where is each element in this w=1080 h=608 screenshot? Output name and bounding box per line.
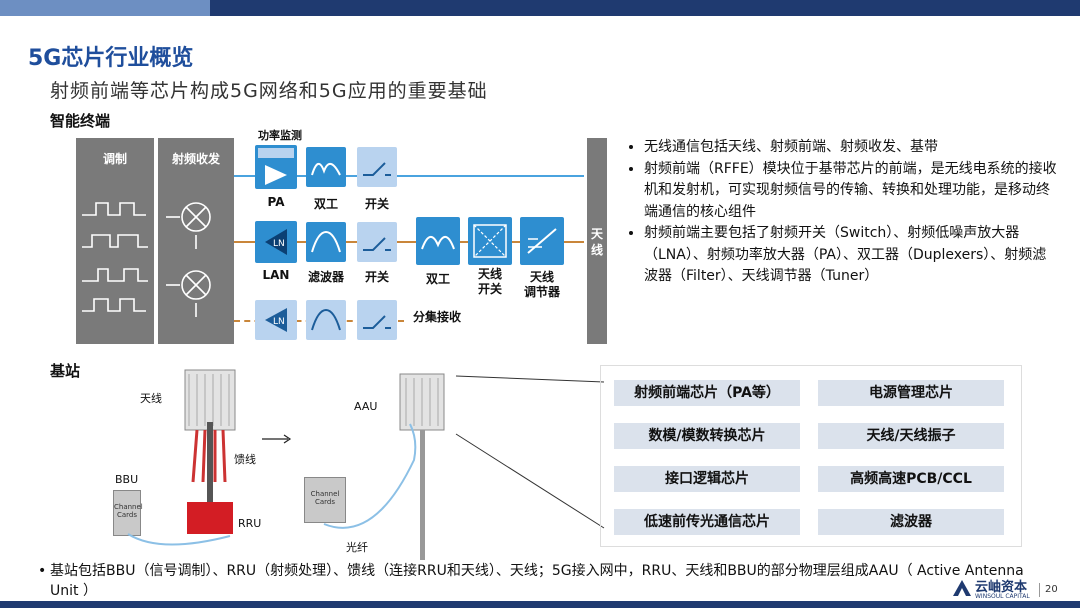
amplifier-icon — [258, 148, 294, 185]
footer-bar — [0, 601, 1080, 608]
tower-icon — [184, 369, 236, 534]
transceiver-block: 射频收发 — [158, 138, 234, 344]
mixer-icons — [166, 202, 211, 317]
duplexer2-label: 双工 — [425, 272, 450, 286]
base-station-note: • 基站包括BBU（信号调制）、RRU（射频处理）、馈线（连接RRU和天线）、天… — [38, 563, 1024, 599]
switch-icon — [363, 162, 391, 176]
lan-label: LAN — [262, 268, 290, 282]
bbu-label: BBU — [115, 473, 139, 486]
brand-logo-icon — [953, 580, 971, 596]
lna-icon: LN — [265, 308, 287, 332]
duplexer-label: 双工 — [313, 197, 338, 211]
chip-item: 高频高速PCB/CCL — [818, 466, 1004, 492]
tx-signal-line — [234, 175, 584, 177]
tuner-block — [520, 217, 564, 265]
bs-antenna-label: 天线 — [140, 392, 162, 405]
switch-label: 开关 — [364, 197, 389, 211]
fiber-cable-icon — [323, 423, 417, 529]
antenna-switch-block — [468, 217, 512, 265]
base-station-section-label: 基站 — [50, 362, 81, 380]
switch-block-2 — [357, 222, 397, 262]
chip-item: 低速前传光通信芯片 — [614, 509, 800, 535]
duplexer-block — [306, 147, 346, 187]
diversity-lna-block: LN — [255, 300, 297, 340]
header-accent-bar — [0, 0, 215, 16]
bbu-cable-icon — [127, 533, 231, 546]
page-number: 20 — [1045, 584, 1058, 595]
brand-name: 云岫资本 — [975, 580, 1028, 595]
header-bar — [210, 0, 1080, 16]
fiber-label: 光纤 — [346, 541, 368, 554]
channel-cards-box: Channel Cards — [304, 477, 346, 523]
chip-item: 射频前端芯片（PA等） — [614, 380, 800, 406]
bullet-item: 无线通信包括天线、射频前端、射频收发、基带 — [644, 137, 1058, 159]
bbu-box: Channel Cards — [113, 490, 143, 536]
transceiver-label: 射频收发 — [171, 152, 220, 166]
chip-item: 滤波器 — [818, 509, 1004, 535]
pa-label: PA — [267, 195, 285, 209]
diversity-label: 分集接收 — [412, 310, 461, 324]
terminal-section-label: 智能终端 — [50, 112, 111, 130]
footer-divider — [1039, 583, 1040, 597]
antenna-label: 天 线 — [590, 227, 603, 257]
callout-lines — [455, 375, 605, 529]
filter-block — [306, 222, 346, 262]
filter-icon — [311, 308, 341, 331]
chip-item: 数模/模数转换芯片 — [614, 423, 800, 449]
tuner-icon — [527, 228, 557, 254]
aau-label: AAU — [354, 400, 378, 413]
arrow-right-icon — [262, 434, 292, 444]
filter-label: 滤波器 — [307, 270, 344, 284]
diversity-switch-block — [357, 300, 397, 340]
page-title: 5G芯片行业概览 — [28, 46, 194, 71]
waveform-icon — [82, 202, 148, 312]
chip-item: 接口逻辑芯片 — [614, 466, 800, 492]
duplexer-icon — [311, 163, 341, 176]
bullet-item: 射频前端（RFFE）模块位于基带芯片的前端，是无线电系统的接收机和发射机，可实现… — [644, 159, 1058, 224]
antenna-block: 天 线 — [587, 138, 607, 344]
brand-name-en: WINSOUL CAPITAL — [975, 593, 1030, 600]
lna-icon: LN — [265, 229, 287, 255]
feeder-label: 馈线 — [234, 453, 256, 466]
tuner-label: 天线 调节器 — [523, 270, 560, 299]
rx-signal-line — [234, 241, 584, 243]
duplexer2-block — [416, 217, 460, 265]
antenna-switch-label: 天线 开关 — [477, 267, 502, 296]
chip-item: 天线/天线振子 — [818, 423, 1004, 449]
switch-block — [357, 147, 397, 187]
chip-item: 电源管理芯片 — [818, 380, 1004, 406]
modulation-block: 调制 — [76, 138, 154, 344]
power-monitor-label: 功率监测 — [258, 129, 302, 142]
filter-icon — [311, 230, 341, 253]
aau-tower-icon — [399, 373, 445, 560]
diversity-filter-block — [306, 300, 346, 340]
chips-panel — [600, 365, 1022, 547]
svg-text:LN: LN — [273, 239, 285, 249]
modulation-label: 调制 — [102, 152, 127, 166]
pa-block — [255, 145, 297, 189]
base-station-note-text: 基站包括BBU（信号调制）、RRU（射频处理）、馈线（连接RRU和天线）、天线；… — [50, 563, 1024, 599]
bullet-item: 射频前端主要包括了射频开关（Switch）、射频低噪声放大器（LNA）、射频功率… — [644, 223, 1058, 288]
rru-label: RRU — [238, 517, 262, 530]
switch-label-2: 开关 — [364, 270, 389, 284]
duplexer-icon — [421, 236, 455, 250]
switch-icon — [363, 315, 391, 329]
svg-text:LN: LN — [273, 317, 285, 327]
page-subtitle: 射频前端等芯片构成5G网络和5G应用的重要基础 — [50, 80, 488, 102]
feature-bullets: 无线通信包括天线、射频前端、射频收发、基带 射频前端（RFFE）模块位于基带芯片… — [628, 137, 1058, 288]
lna-block: LN — [255, 221, 297, 263]
crossbar-switch-icon — [473, 224, 507, 258]
switch-icon — [363, 237, 391, 251]
